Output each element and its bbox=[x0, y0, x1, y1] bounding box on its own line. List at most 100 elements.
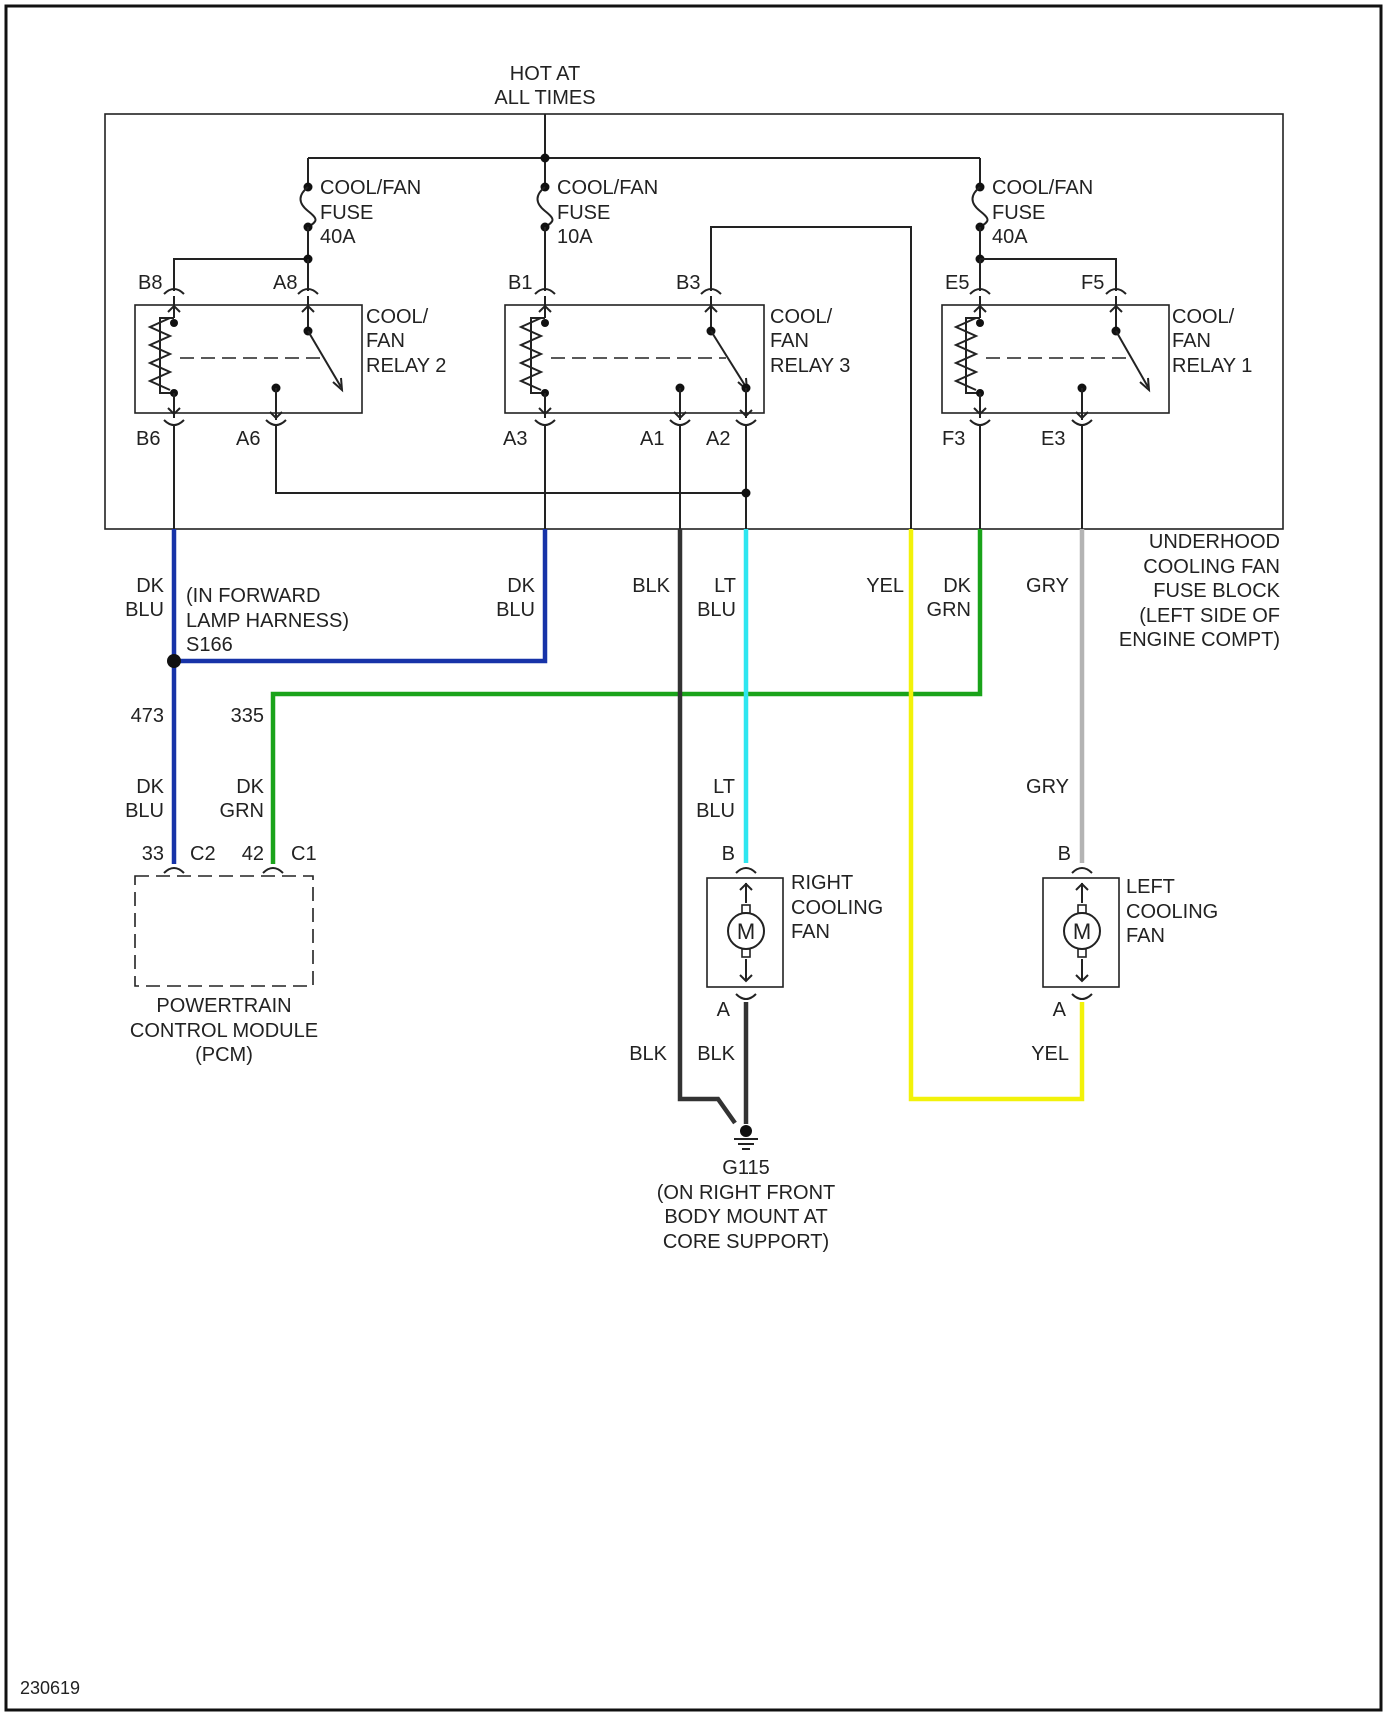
fan-label-line: RIGHT bbox=[791, 872, 853, 894]
cool-fan-relay-3: COOL/ FAN RELAY 3 B1 B3 A3 A1 A2 bbox=[503, 226, 912, 529]
splice-label-line: LAMP HARNESS) bbox=[186, 610, 349, 632]
right-cooling-fan: M B A RIGHT COOLING FAN bbox=[706, 843, 883, 1021]
relay-label: RELAY 1 bbox=[1172, 355, 1252, 377]
fan-pin-label: A bbox=[717, 999, 731, 1021]
wire-label: BLU bbox=[496, 599, 535, 621]
wire-label: BLU bbox=[697, 599, 736, 621]
wire-label: DK bbox=[236, 776, 264, 798]
wire-label: GRY bbox=[1026, 776, 1069, 798]
wire-label: GRY bbox=[1026, 575, 1069, 597]
ground-label-line: BODY MOUNT AT bbox=[664, 1206, 827, 1228]
fuse-40a-left: COOL/FAN FUSE 40A bbox=[299, 177, 421, 259]
pin-label: A3 bbox=[503, 428, 527, 450]
hot-label-line: HOT AT bbox=[510, 63, 580, 85]
splice-label-line: (IN FORWARD bbox=[186, 585, 320, 607]
circuit-number: 473 bbox=[131, 705, 164, 727]
motor-symbol: M bbox=[737, 919, 755, 944]
pin-label: F3 bbox=[942, 428, 965, 450]
pcm-pin-label: C2 bbox=[190, 843, 216, 865]
relay-label: COOL/ bbox=[770, 306, 833, 328]
fuse-block-outline bbox=[104, 113, 1284, 530]
left-cooling-fan: M B A LEFT COOLING FAN bbox=[1042, 843, 1218, 1021]
pin-label: B8 bbox=[138, 272, 162, 294]
wire-label: BLK bbox=[632, 575, 670, 597]
pcm-pin-label: 33 bbox=[142, 843, 164, 865]
cool-fan-relay-1: COOL/ FAN RELAY 1 E5 F5 F3 E3 bbox=[941, 254, 1252, 450]
pcm-pin-label: 42 bbox=[242, 843, 264, 865]
wire-label: BLK bbox=[629, 1043, 667, 1065]
pin-label: A6 bbox=[236, 428, 260, 450]
pin-label: E5 bbox=[945, 272, 969, 294]
relay-label: FAN bbox=[770, 330, 809, 352]
page-frame bbox=[4, 4, 1383, 1712]
fan-pin-label: B bbox=[1058, 843, 1071, 865]
fuse-block-label: UNDERHOOD COOLING FAN FUSE BLOCK (LEFT S… bbox=[1119, 531, 1281, 651]
splice-s166 bbox=[167, 654, 181, 668]
motor-symbol: M bbox=[1073, 919, 1091, 944]
fan-label-line: COOLING bbox=[1126, 901, 1218, 923]
fuse-block-label-line: ENGINE COMPT) bbox=[1119, 629, 1280, 651]
pin-label: F5 bbox=[1081, 272, 1104, 294]
fuse-block-label-line: FUSE BLOCK bbox=[1153, 580, 1280, 602]
wire-labels: DK BLU DK BLU BLK LT BLU YEL DK GRN GRY … bbox=[125, 575, 1069, 1065]
wire-dk-grn-335 bbox=[270, 529, 983, 864]
pcm-label-line: POWERTRAIN bbox=[156, 995, 291, 1017]
fuse-label: 40A bbox=[992, 226, 1028, 248]
pin-label: B1 bbox=[508, 272, 532, 294]
cool-fan-relay-2: COOL/ FAN RELAY 2 B8 A8 B6 A6 bbox=[134, 254, 446, 450]
fuse-label: FUSE bbox=[557, 202, 610, 224]
fan-label-line: LEFT bbox=[1126, 876, 1175, 898]
wire-yel bbox=[908, 529, 1085, 1102]
wire-label: DK bbox=[943, 575, 971, 597]
relay-label: FAN bbox=[1172, 330, 1211, 352]
splice-label: (IN FORWARD LAMP HARNESS) S166 bbox=[186, 585, 349, 656]
ground-label-line: CORE SUPPORT) bbox=[663, 1231, 829, 1253]
relay-label: COOL/ bbox=[1172, 306, 1235, 328]
fuse-label: FUSE bbox=[320, 202, 373, 224]
fuse-label: 10A bbox=[557, 226, 593, 248]
power-bus bbox=[307, 114, 981, 183]
fuse-label: COOL/FAN bbox=[557, 177, 658, 199]
wire-label: LT bbox=[714, 575, 736, 597]
wire-label: BLU bbox=[125, 599, 164, 621]
fuse-block-label-line: COOLING FAN bbox=[1143, 556, 1280, 578]
pin-label: E3 bbox=[1041, 428, 1065, 450]
relay-label: FAN bbox=[366, 330, 405, 352]
fan-label-line: FAN bbox=[1126, 925, 1165, 947]
fuse-label: 40A bbox=[320, 226, 356, 248]
relay-label: RELAY 2 bbox=[366, 355, 446, 377]
wire-label: YEL bbox=[1031, 1043, 1069, 1065]
wire-label: BLU bbox=[125, 800, 164, 822]
wire-label: DK bbox=[136, 776, 164, 798]
fuse-40a-right: COOL/FAN FUSE 40A bbox=[971, 177, 1093, 259]
fan-label-line: FAN bbox=[791, 921, 830, 943]
ground-icon bbox=[740, 1125, 752, 1137]
wire-label: LT bbox=[713, 776, 735, 798]
fan-label-line: COOLING bbox=[791, 897, 883, 919]
wire-label: DK bbox=[507, 575, 535, 597]
pin-label: B3 bbox=[676, 272, 700, 294]
pcm-outline bbox=[134, 875, 314, 987]
pin-label: B6 bbox=[136, 428, 160, 450]
fuse-label: COOL/FAN bbox=[992, 177, 1093, 199]
wire-label: DK bbox=[136, 575, 164, 597]
pcm-label-line: (PCM) bbox=[195, 1044, 253, 1066]
relay-label: RELAY 3 bbox=[770, 355, 850, 377]
wire-dk-blu-splice bbox=[174, 529, 548, 664]
wire-label: GRN bbox=[220, 800, 264, 822]
fan-pin-label: A bbox=[1053, 999, 1067, 1021]
external-wiring bbox=[167, 529, 1085, 1125]
hot-label-line: ALL TIMES bbox=[494, 87, 595, 109]
ground-label-line: (ON RIGHT FRONT bbox=[657, 1182, 836, 1204]
internal-wiring bbox=[173, 424, 1083, 529]
splice-label-line: S166 bbox=[186, 634, 233, 656]
pin-label: A2 bbox=[706, 428, 730, 450]
circuit-number: 335 bbox=[231, 705, 264, 727]
pin-label: A1 bbox=[640, 428, 664, 450]
pcm-pin-label: C1 bbox=[291, 843, 317, 865]
pin-label: A8 bbox=[273, 272, 297, 294]
ground-g115: G115 (ON RIGHT FRONT BODY MOUNT AT CORE … bbox=[657, 1125, 836, 1253]
figure-id: 230619 bbox=[20, 1678, 80, 1698]
fuse-block-label-line: UNDERHOOD bbox=[1149, 531, 1280, 553]
